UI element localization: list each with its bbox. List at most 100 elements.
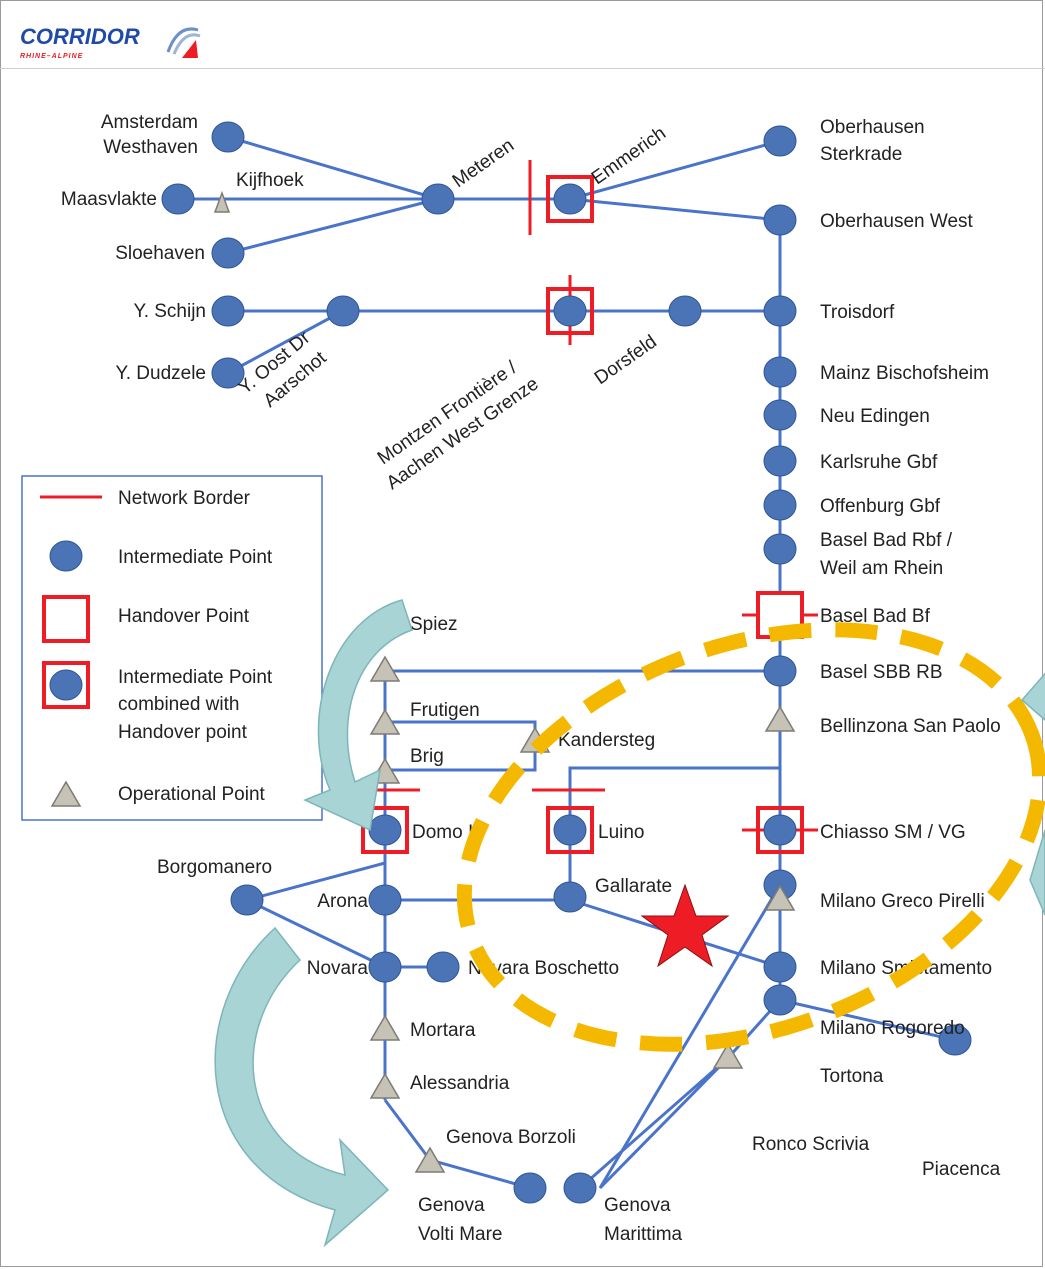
node-dorsfeld bbox=[668, 295, 702, 327]
node-amsterdam bbox=[211, 121, 245, 153]
label-chiasso: Chiasso SM / VG bbox=[820, 822, 966, 843]
legend-combined-1: Intermediate Point bbox=[118, 667, 273, 688]
label-ydudzele: Y. Dudzele bbox=[116, 363, 207, 384]
legend-intermediate-swatch bbox=[49, 540, 83, 572]
arrow-right-bottom bbox=[1029, 829, 1045, 916]
legend-combined-2: combined with bbox=[118, 694, 239, 715]
label-genova-mar-2: Marittima bbox=[604, 1224, 683, 1245]
node-gallarate bbox=[553, 881, 587, 913]
op-milano-greco bbox=[764, 884, 796, 911]
legend-combined-swatch-box bbox=[42, 661, 90, 709]
node-montzen bbox=[553, 295, 587, 327]
op-ronco-scrivia bbox=[712, 1042, 744, 1069]
star-icon bbox=[640, 883, 730, 968]
node-novara-boschetto bbox=[426, 951, 460, 983]
label-milano-greco: Milano Greco Pirelli bbox=[820, 891, 985, 912]
handover-domo bbox=[361, 806, 409, 854]
node-oberhausen-sterkrade bbox=[763, 125, 797, 157]
label-ronco-scrivia: Ronco Scrivia bbox=[752, 1134, 870, 1155]
node-troisdorf bbox=[763, 295, 797, 327]
node-mainz bbox=[763, 356, 797, 388]
node-maasvlakte bbox=[161, 183, 195, 215]
node-karlsruhe bbox=[763, 445, 797, 477]
label-kijfhoek: Kijfhoek bbox=[236, 170, 304, 191]
label-brig: Brig bbox=[410, 746, 444, 767]
legend: Network Border Intermediate Point Handov… bbox=[21, 475, 323, 821]
label-amsterdam-2: Westhaven bbox=[103, 137, 198, 158]
node-luino bbox=[553, 814, 587, 846]
arrow-right-top bbox=[1020, 672, 1045, 721]
op-spiez bbox=[369, 655, 401, 682]
node-milano-smistamento bbox=[763, 951, 797, 983]
label-novara: Novara bbox=[307, 958, 369, 979]
op-genova-borzoli bbox=[414, 1146, 446, 1173]
label-basel-bad-rbf-2: Weil am Rhein bbox=[820, 558, 943, 579]
label-spiez: Spiez bbox=[410, 614, 458, 635]
node-yschijn bbox=[211, 295, 245, 327]
label-genova-mar-1: Genova bbox=[604, 1195, 671, 1216]
node-borgomanero bbox=[230, 884, 264, 916]
op-frutigen bbox=[369, 708, 401, 735]
node-chiasso bbox=[763, 814, 797, 846]
highlight-ellipse bbox=[456, 622, 1045, 1052]
legend-handover: Handover Point bbox=[118, 606, 250, 627]
node-novara bbox=[368, 951, 402, 983]
label-basel-sbb: Basel SBB RB bbox=[820, 662, 943, 683]
label-amsterdam-1: Amsterdam bbox=[101, 112, 198, 133]
label-genova-vm-2: Volti Mare bbox=[418, 1224, 502, 1245]
corridor-logo: CORRIDOR RHINE–ALPINE bbox=[20, 24, 201, 60]
label-borgomanero: Borgomanero bbox=[157, 857, 272, 878]
node-emmerich bbox=[553, 183, 587, 215]
label-dorsfeld: Dorsfeld bbox=[591, 331, 661, 389]
label-gallarate: Gallarate bbox=[595, 876, 672, 897]
op-bellinzona bbox=[764, 705, 796, 732]
legend-combined-swatch-node bbox=[49, 669, 83, 701]
label-piacenca: Piacenca bbox=[922, 1159, 1001, 1180]
node-arona bbox=[368, 884, 402, 916]
legend-operational: Operational Point bbox=[118, 784, 266, 805]
header-bar bbox=[0, 0, 1045, 69]
node-yoost bbox=[326, 295, 360, 327]
label-troisdorf: Troisdorf bbox=[820, 302, 895, 323]
node-basel-bad-rbf bbox=[763, 533, 797, 565]
label-yschijn: Y. Schijn bbox=[133, 301, 206, 322]
arrow-bottom-left bbox=[214, 926, 390, 1248]
legend-handover-swatch bbox=[42, 595, 90, 643]
logo-text: CORRIDOR bbox=[20, 24, 140, 49]
label-karlsruhe: Karlsruhe Gbf bbox=[820, 452, 938, 473]
node-basel-sbb bbox=[763, 655, 797, 687]
node-meteren bbox=[421, 183, 455, 215]
node-genova-marittima bbox=[563, 1172, 597, 1204]
node-genova-volti-mare bbox=[513, 1172, 547, 1204]
label-milano-rogoredo: Milano Rogoredo bbox=[820, 1018, 965, 1039]
label-offenburg: Offenburg Gbf bbox=[820, 496, 941, 517]
node-domo bbox=[368, 814, 402, 846]
node-offenburg bbox=[763, 489, 797, 521]
label-genova-borzoli: Genova Borzoli bbox=[446, 1127, 576, 1148]
label-mainz: Mainz Bischofsheim bbox=[820, 363, 989, 384]
label-kandersteg: Kandersteg bbox=[558, 730, 655, 751]
handover-luino bbox=[546, 806, 594, 854]
label-novara-boschetto: Novara Boschetto bbox=[468, 958, 619, 979]
legend-operational-swatch bbox=[50, 780, 82, 807]
op-mortara bbox=[369, 1014, 401, 1041]
handover-montzen bbox=[546, 287, 594, 335]
node-ydudzele bbox=[211, 357, 245, 389]
logo-subtext: RHINE–ALPINE bbox=[20, 53, 83, 60]
node-piacenca bbox=[938, 1024, 972, 1056]
curved-arrows bbox=[214, 599, 1045, 1248]
node-sloehaven bbox=[211, 237, 245, 269]
label-domo: Domo II bbox=[412, 822, 479, 843]
node-tortona bbox=[763, 984, 797, 1016]
label-basel-bad-bf: Basel Bad Bf bbox=[820, 606, 931, 627]
label-genova-vm-1: Genova bbox=[418, 1195, 485, 1216]
label-oberhausen-west: Oberhausen West bbox=[820, 211, 974, 232]
label-sloehaven: Sloehaven bbox=[115, 243, 205, 264]
label-maasvlakte: Maasvlakte bbox=[61, 189, 157, 210]
label-neu-edingen: Neu Edingen bbox=[820, 406, 930, 427]
op-alessandria bbox=[369, 1072, 401, 1099]
label-emmerich: Emmerich bbox=[588, 123, 670, 189]
handover-chiasso bbox=[756, 806, 804, 854]
label-frutigen: Frutigen bbox=[410, 700, 480, 721]
